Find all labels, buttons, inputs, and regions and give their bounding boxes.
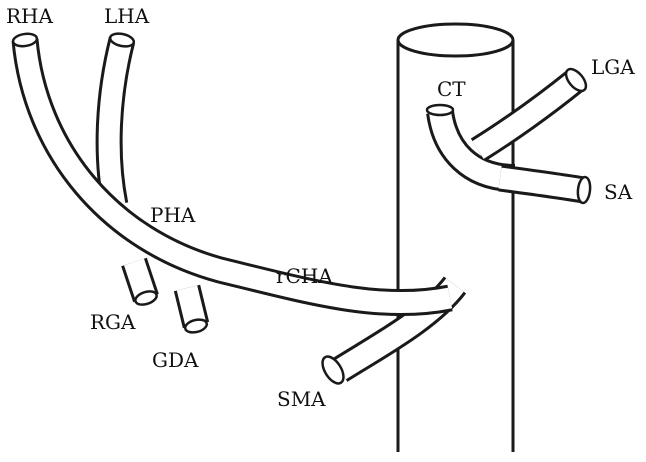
aorta <box>396 22 515 452</box>
label-sa: SA <box>604 180 633 204</box>
label-rga: RGA <box>90 310 136 334</box>
splenic-artery <box>498 164 592 205</box>
label-lga: LGA <box>591 55 635 79</box>
label-rcha: rCHA <box>276 264 333 288</box>
left-gastric-artery <box>470 67 588 162</box>
left-hepatic-artery <box>95 32 136 208</box>
gastroduodenal-artery <box>173 284 210 334</box>
label-gda: GDA <box>152 348 199 372</box>
label-rha: RHA <box>6 4 53 28</box>
label-lha: LHA <box>104 4 150 28</box>
superior-mesenteric-artery-end <box>321 355 345 385</box>
celiac-trunk-origin <box>425 103 455 117</box>
right-gastric-artery <box>121 257 159 306</box>
label-pha: PHA <box>150 203 196 227</box>
label-sma: SMA <box>277 387 326 411</box>
label-ct: CT <box>437 77 466 101</box>
hepatic-artery-main-curve <box>11 32 453 317</box>
